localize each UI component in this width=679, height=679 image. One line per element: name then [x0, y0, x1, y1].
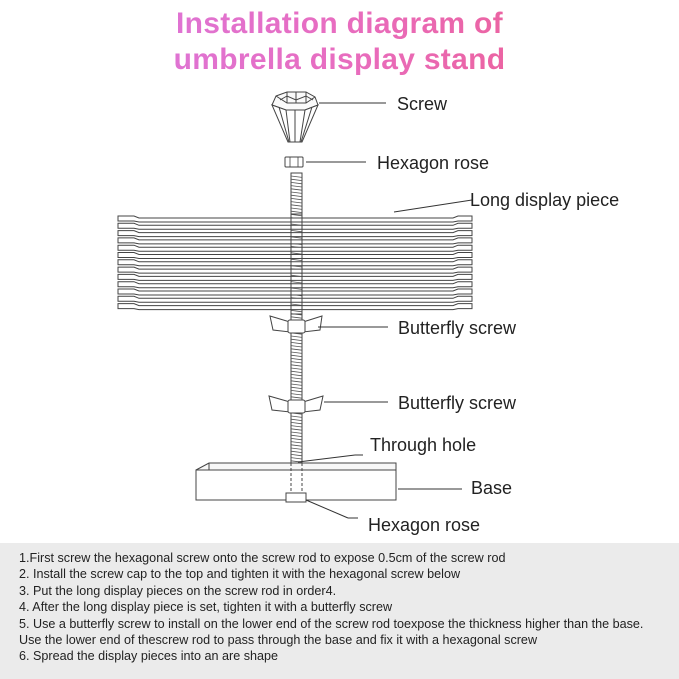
label-butterfly-screw-1: Butterfly screw: [398, 318, 517, 338]
long-display-piece: [117, 303, 473, 311]
label-base: Base: [471, 478, 512, 498]
instruction-step-5: 5. Use a butterfly screw to install on t…: [19, 616, 644, 648]
label-butterfly-screw-2: Butterfly screw: [398, 393, 517, 413]
label-hexagon-rose-bottom: Hexagon rose: [368, 515, 480, 535]
butterfly-screw-lower: [268, 395, 324, 414]
screw-cap: [271, 91, 319, 143]
instructions-panel: 1.First screw the hexagonal screw onto t…: [0, 543, 679, 679]
long-display-piece: [117, 237, 473, 245]
long-display-piece: [117, 252, 473, 259]
instruction-step-2: 2. Install the screw cap to the top and …: [19, 567, 461, 582]
long-display-piece: [117, 266, 473, 274]
screw-rod-through-pieces: [290, 213, 303, 315]
instruction-step-3: 3. Put the long display pieces on the sc…: [19, 583, 337, 598]
label-long-display-piece: Long display piece: [470, 190, 619, 210]
title-line-1: Installation diagram of: [0, 6, 679, 42]
label-hexagon-rose-top: Hexagon rose: [377, 153, 489, 173]
long-display-piece: [117, 215, 473, 223]
long-display-piece: [117, 230, 473, 238]
title-line-2: umbrella display stand: [0, 42, 679, 78]
leader-lines: [297, 102, 473, 519]
label-screw: Screw: [397, 94, 448, 114]
instruction-step-1: 1.First screw the hexagonal screw onto t…: [19, 551, 506, 565]
long-display-piece: [117, 244, 473, 252]
long-display-piece: [117, 288, 473, 296]
base-block: [195, 462, 397, 503]
hexagon-rose-nut-top: [284, 156, 304, 168]
instruction-step-6: 6. Spread the display pieces into an are…: [19, 649, 279, 664]
label-through-hole: Through hole: [370, 435, 476, 455]
butterfly-screw-upper: [269, 315, 323, 334]
long-display-piece: [117, 222, 473, 230]
installation-diagram: Screw Hexagon rose Long display piece Bu…: [117, 91, 619, 535]
long-display-pieces: [117, 213, 473, 315]
long-display-piece: [117, 295, 473, 303]
long-display-piece: [117, 273, 473, 281]
long-display-piece: [117, 281, 473, 289]
instruction-step-4: 4. After the long display piece is set, …: [19, 600, 393, 615]
long-display-piece: [117, 259, 473, 267]
